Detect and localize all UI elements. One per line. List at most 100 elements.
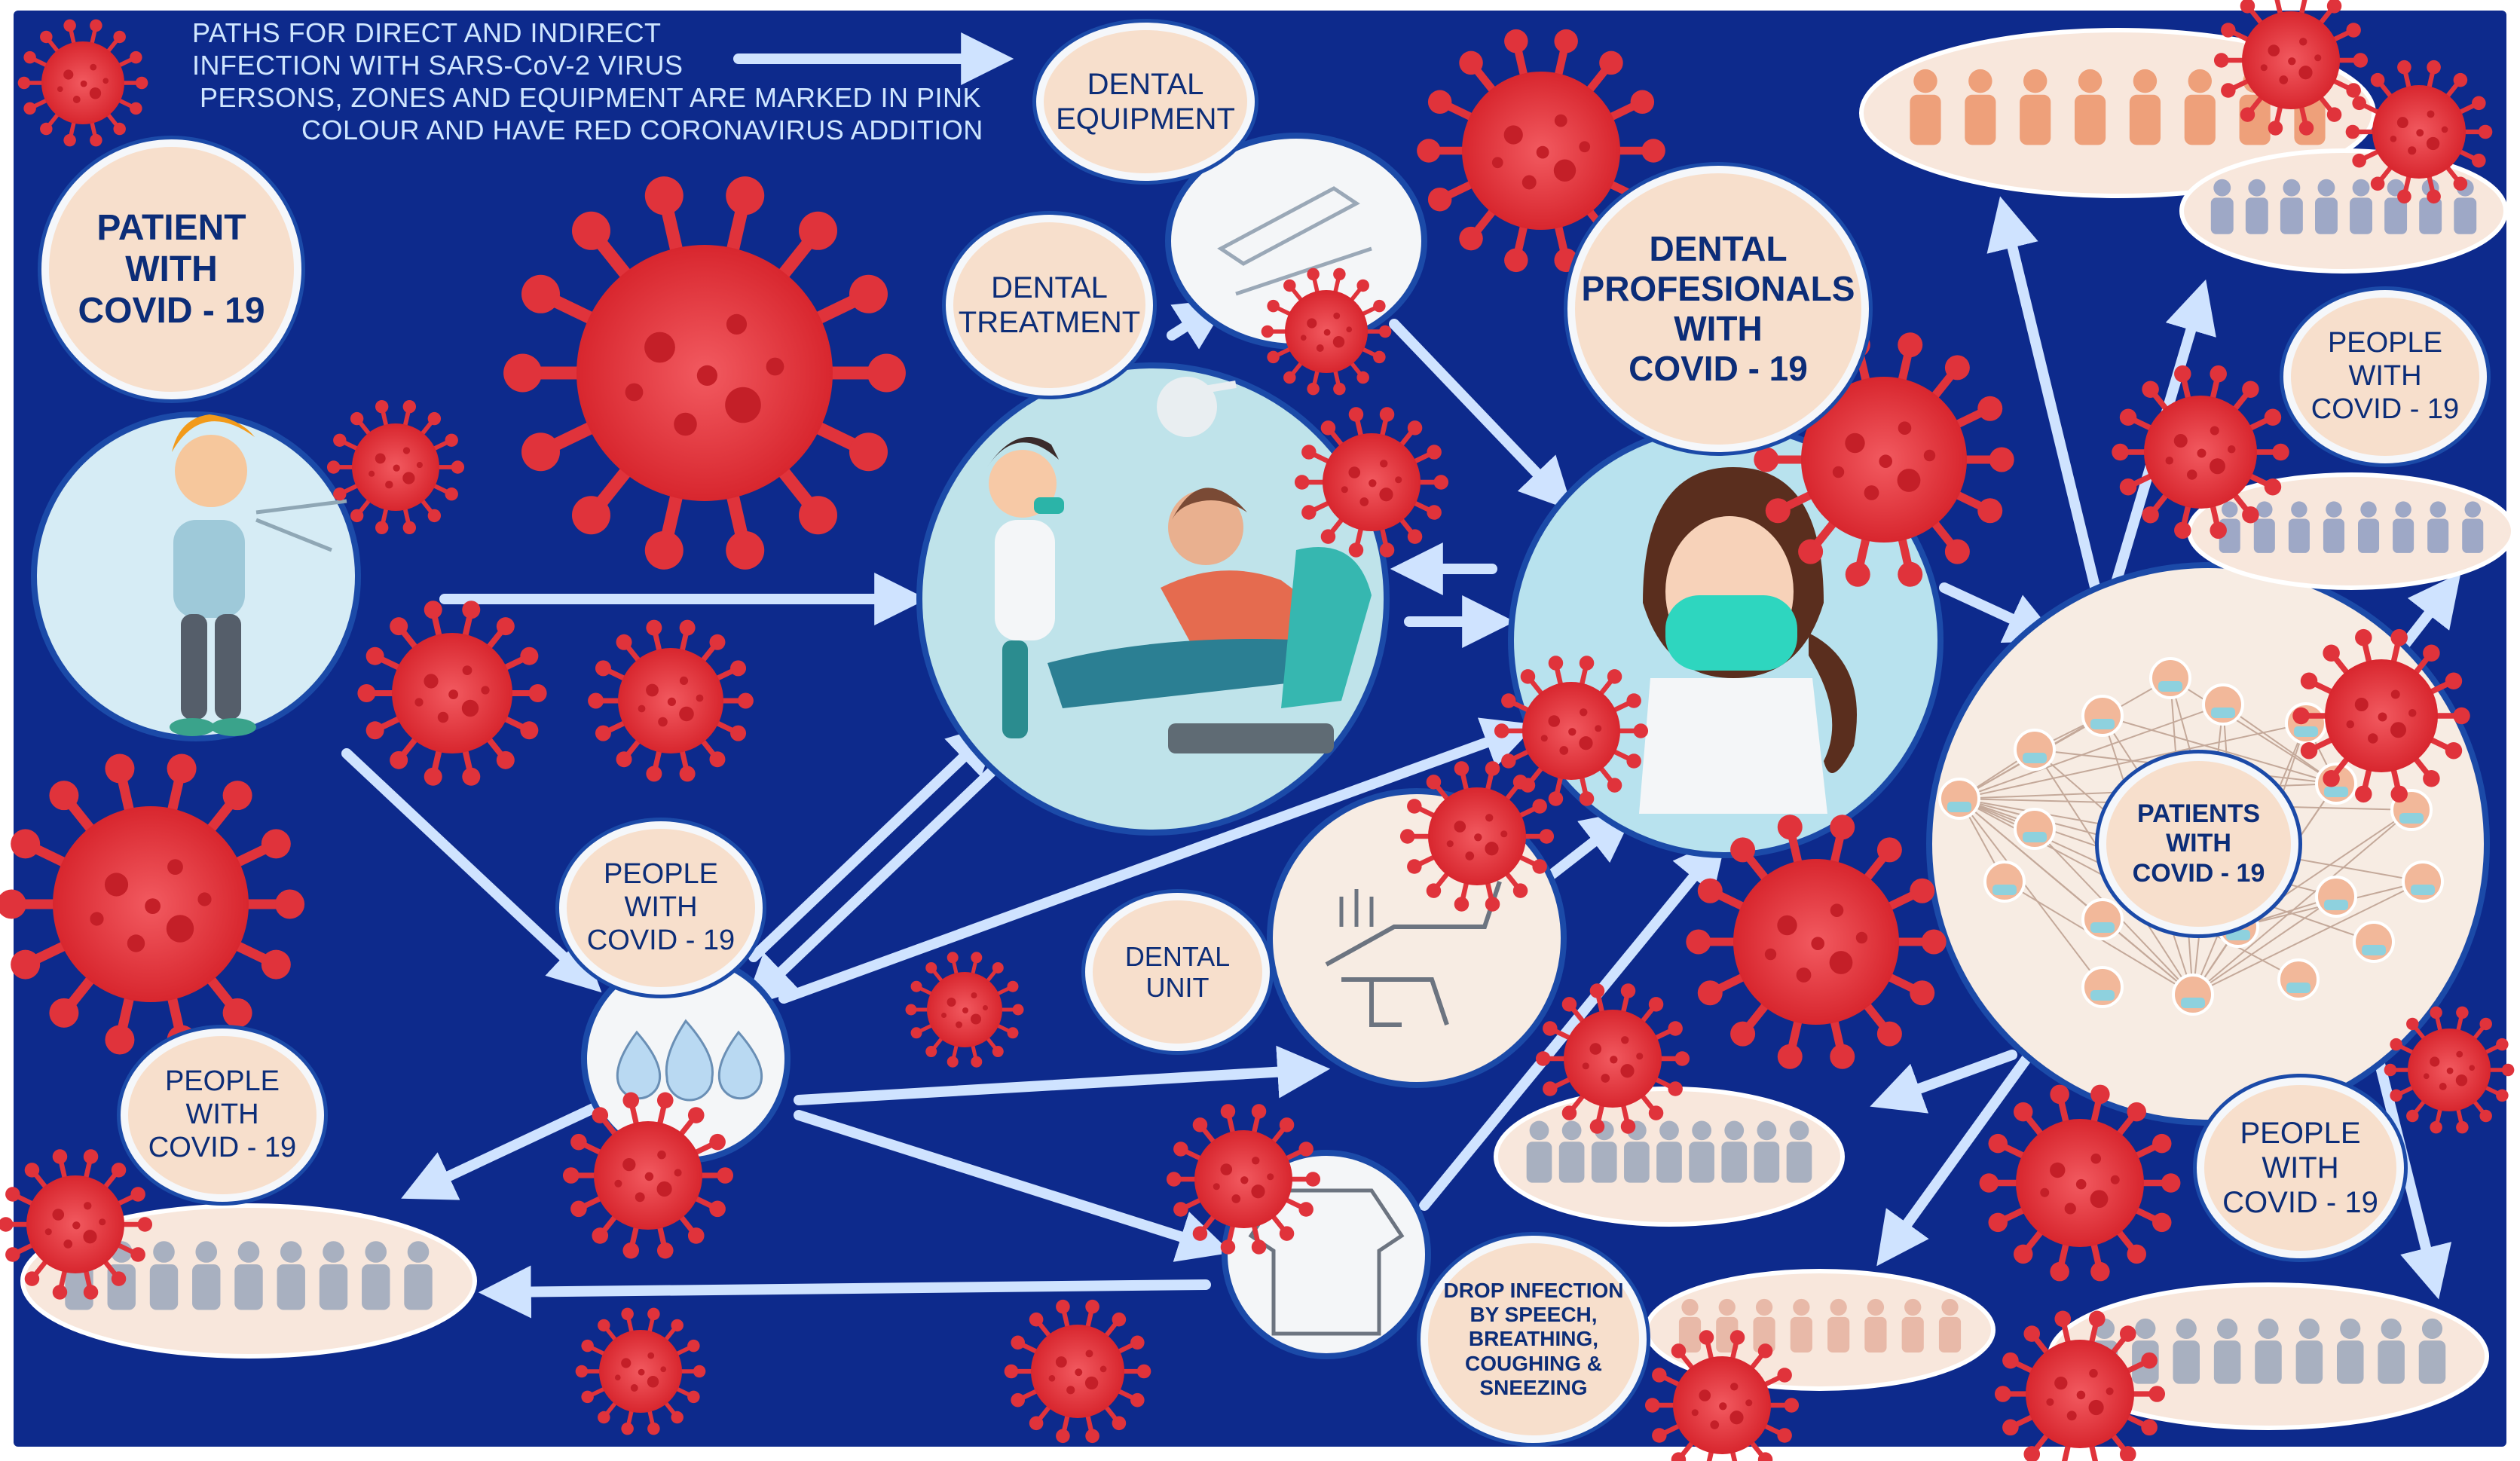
person-icon xyxy=(2075,94,2106,145)
person-icon xyxy=(2295,1340,2323,1384)
arrow xyxy=(1939,582,2060,643)
person-icon xyxy=(280,1241,302,1263)
coronavirus-icon xyxy=(326,400,465,534)
arrow xyxy=(1876,1042,2040,1267)
arrow xyxy=(743,767,996,1008)
person-icon xyxy=(1904,1298,1922,1316)
person-node xyxy=(2277,958,2320,1001)
coronavirus-icon xyxy=(0,1149,153,1300)
person-icon xyxy=(1558,1142,1585,1183)
mask xyxy=(2324,900,2348,910)
person-icon xyxy=(1656,1142,1682,1183)
person-icon xyxy=(1757,1120,1777,1141)
person-icon xyxy=(2222,501,2238,518)
mask xyxy=(2090,922,2115,933)
person-node xyxy=(2353,921,2395,963)
label-line: PATIENT WITH xyxy=(96,207,246,289)
person-icon xyxy=(2350,197,2372,234)
transmission-arrows xyxy=(341,32,2461,1319)
person-icon xyxy=(1938,1316,1962,1353)
person-icon xyxy=(2213,1340,2241,1384)
person-icon xyxy=(2020,94,2051,145)
person-icon xyxy=(2291,501,2307,518)
network-link xyxy=(2222,704,2337,784)
person-icon xyxy=(2317,179,2335,197)
coronavirus-icon xyxy=(1686,815,1947,1069)
person-icon xyxy=(1793,1298,1810,1316)
coronavirus-icon xyxy=(2345,60,2493,204)
person-icon xyxy=(1718,1298,1736,1316)
person-icon xyxy=(2462,518,2484,553)
label-line: COVID - 19 xyxy=(2311,393,2460,425)
coronavirus-icon xyxy=(1994,1310,2166,1461)
person-icon xyxy=(195,1241,218,1263)
coronavirus-icon xyxy=(1494,656,1649,806)
person-icon xyxy=(2253,518,2275,553)
person-node xyxy=(2014,808,2056,850)
coronavirus-icon xyxy=(2112,365,2289,539)
label-line: DENTAL UNIT xyxy=(1124,940,1231,1003)
network-link xyxy=(1959,798,2103,988)
label-line: PEOPLE WITH xyxy=(2327,327,2443,393)
person-icon xyxy=(1624,1142,1650,1183)
coronavirus-icon xyxy=(588,619,754,782)
person-icon xyxy=(2427,518,2449,553)
patient-scene xyxy=(31,411,361,741)
label-line: EQUIPMENT xyxy=(1056,102,1235,136)
label-line: PEOPLE WITH xyxy=(2240,1117,2361,1184)
person-icon xyxy=(1591,1142,1617,1183)
person-icon xyxy=(2217,1318,2238,1340)
coronavirus-icon xyxy=(1535,983,1690,1134)
person-icon xyxy=(1913,69,1937,93)
label-line: DROP INFECTION xyxy=(1443,1279,1624,1303)
arrow xyxy=(401,1099,608,1200)
person-node xyxy=(2202,683,2244,726)
network-link xyxy=(1959,677,2171,799)
person-icon xyxy=(1864,1316,1887,1353)
label-line: COUGHING & xyxy=(1465,1351,1602,1375)
person-node xyxy=(2081,966,2124,1008)
mask xyxy=(2090,719,2115,729)
label-line: DENTAL xyxy=(991,271,1108,304)
dental-unit-label: DENTAL UNIT xyxy=(1085,893,1270,1051)
crowd xyxy=(20,1203,477,1359)
person-icon xyxy=(2173,1340,2200,1384)
coronavirus-icon xyxy=(1754,332,2014,587)
network-link xyxy=(1959,704,2224,799)
person-icon xyxy=(2248,179,2266,197)
person-icon xyxy=(1753,1316,1775,1353)
arrow xyxy=(341,748,602,993)
person-icon xyxy=(2129,94,2161,145)
person-icon xyxy=(237,1241,260,1263)
network-link xyxy=(2192,809,2412,995)
person-icon xyxy=(2184,94,2216,145)
dental-treatment-scene xyxy=(916,362,1390,836)
person-icon xyxy=(1755,1298,1773,1316)
network-link xyxy=(2192,881,2424,995)
label-line: WITH xyxy=(2166,829,2231,858)
person-icon xyxy=(2256,501,2273,518)
label-line: PATIENTS xyxy=(2136,799,2261,829)
mask xyxy=(2023,832,2047,842)
mask xyxy=(2411,885,2435,895)
person-icon xyxy=(319,1264,348,1310)
person-icon xyxy=(1827,1316,1850,1353)
arrow xyxy=(748,721,1002,962)
network-link xyxy=(1959,723,2307,799)
label-line: COVID - 19 xyxy=(2222,1186,2378,1219)
person-icon xyxy=(1678,1316,1702,1353)
person-icon xyxy=(2078,69,2103,93)
mask xyxy=(2181,998,2205,1008)
coronavirus-icon xyxy=(357,601,547,786)
mask xyxy=(2286,983,2311,993)
arrow xyxy=(794,1045,1331,1105)
mask xyxy=(2362,945,2386,955)
person-icon xyxy=(2133,69,2158,93)
person-icon xyxy=(2255,1340,2282,1384)
arrow xyxy=(778,717,1537,1004)
